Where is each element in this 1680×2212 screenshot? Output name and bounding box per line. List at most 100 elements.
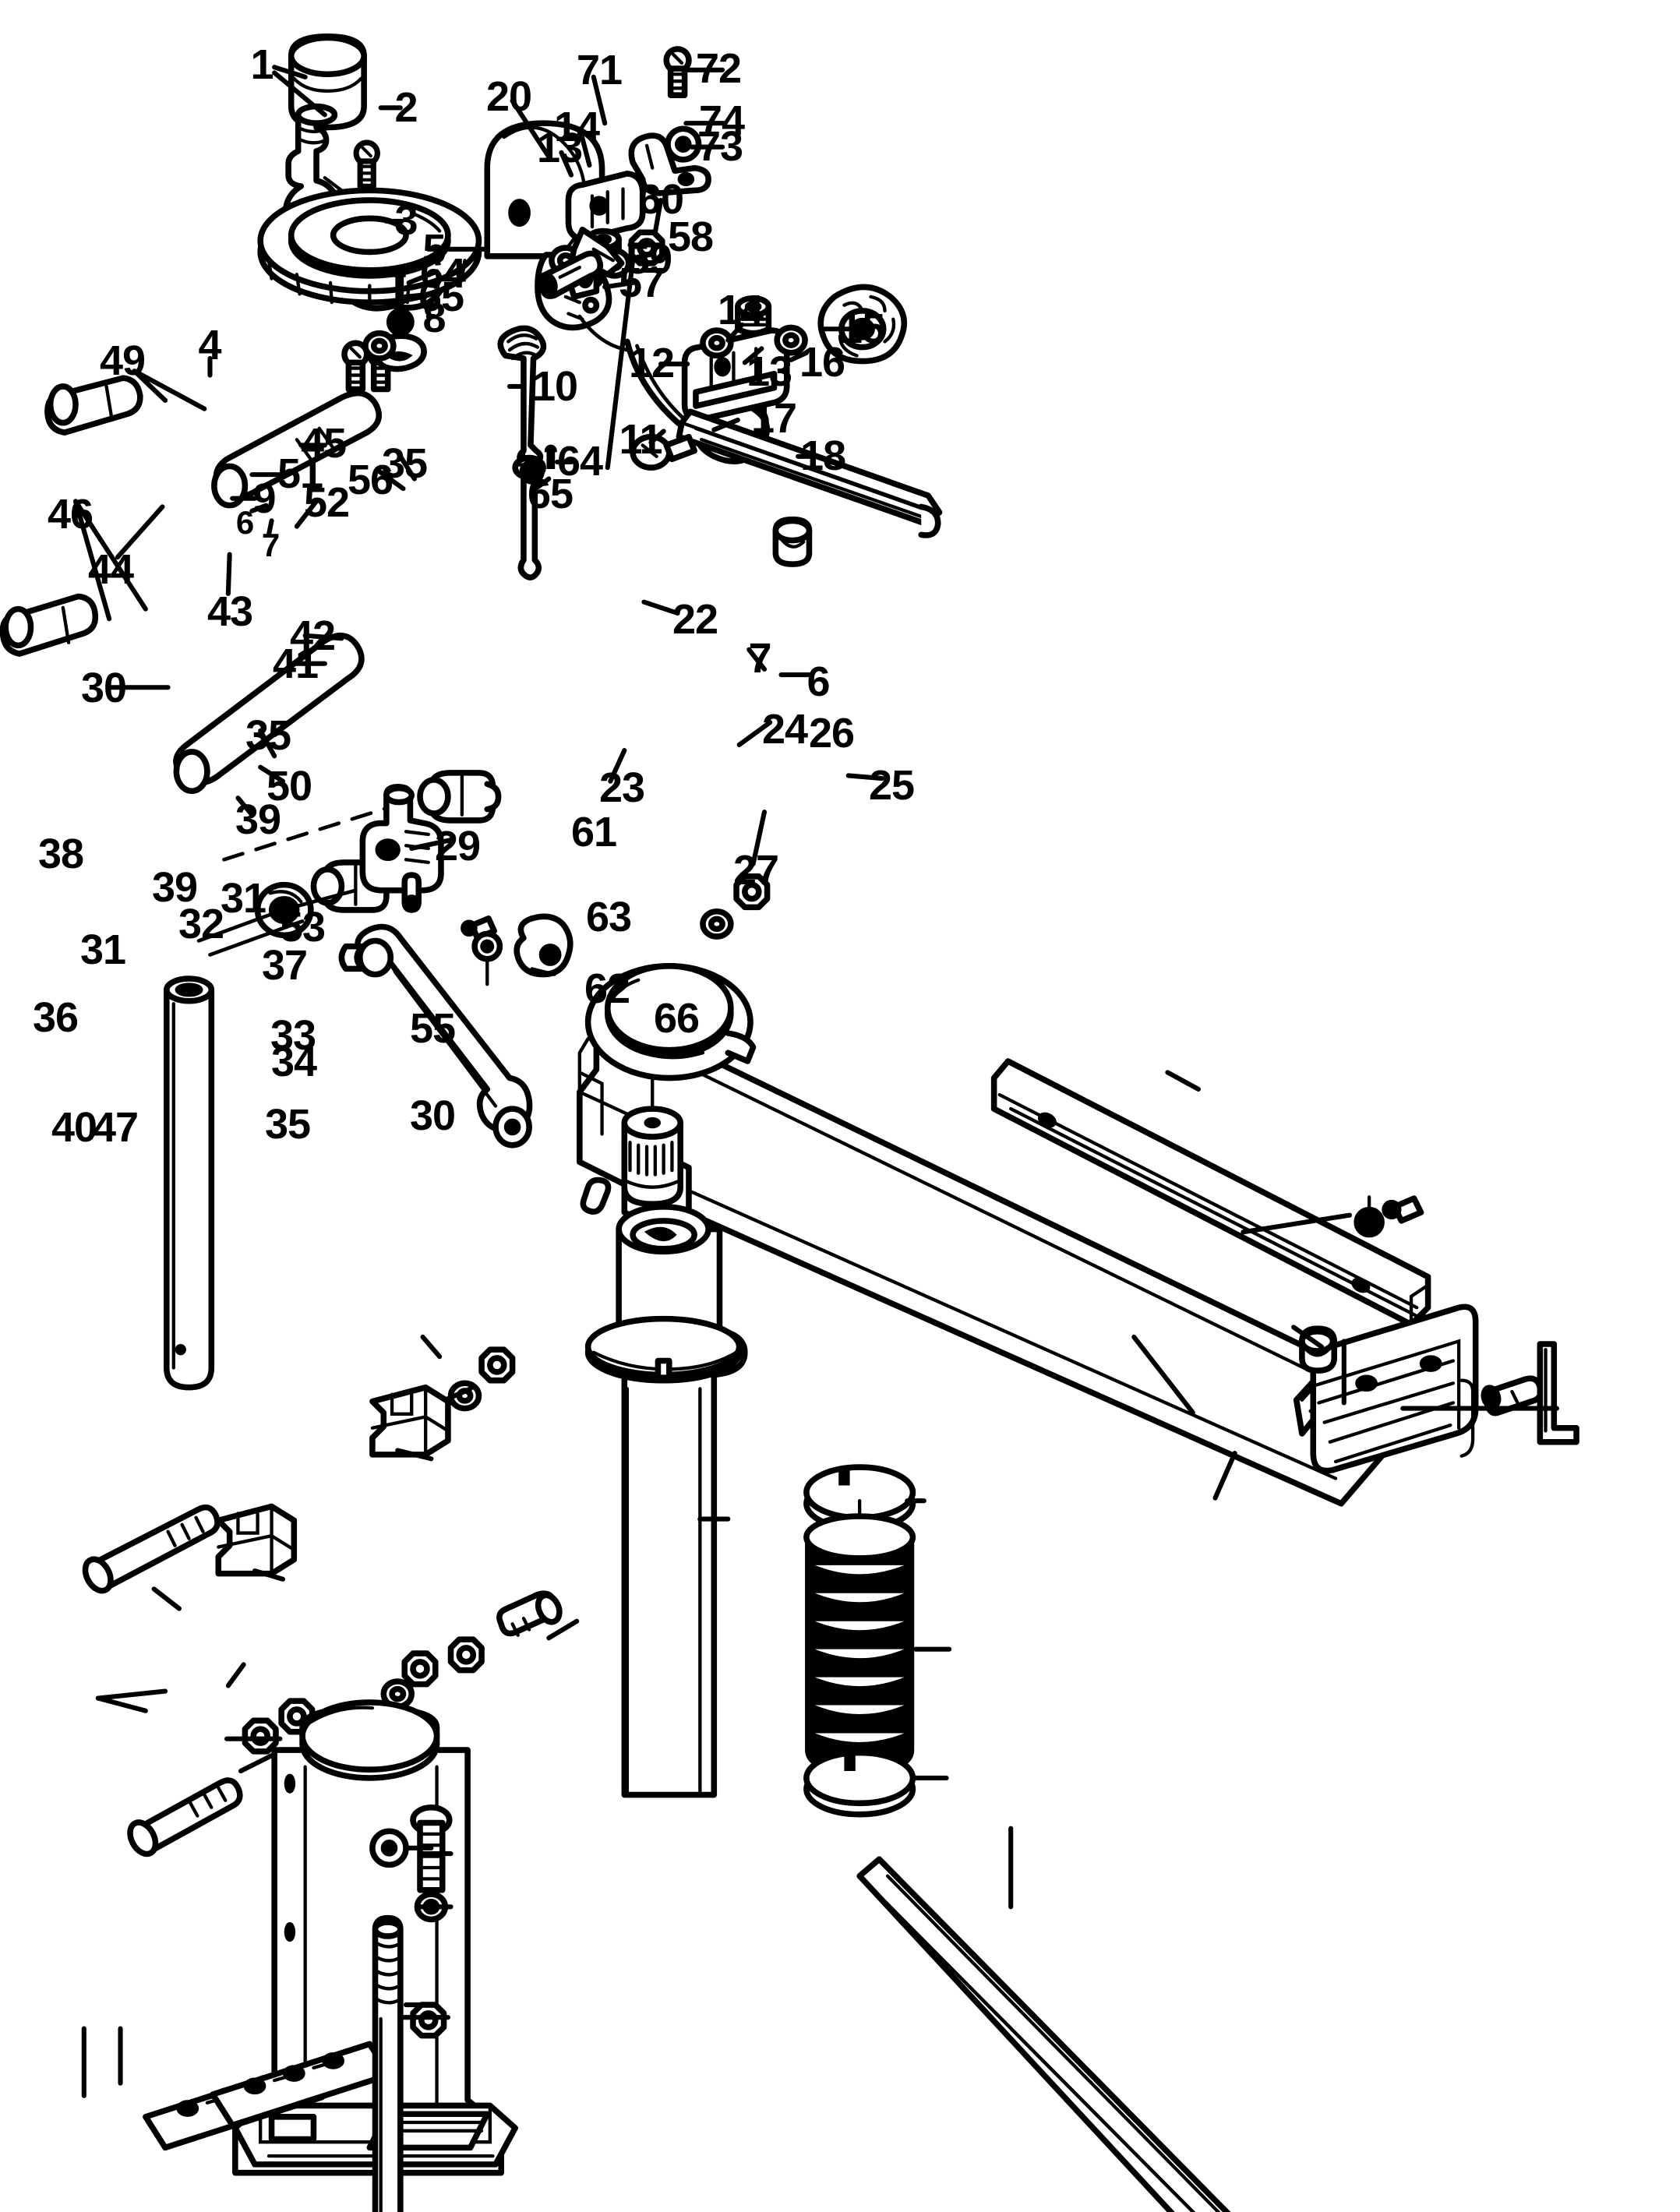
part-33-set-screw	[410, 1804, 453, 1893]
callout-72: 72	[695, 45, 742, 92]
callout-38: 38	[37, 831, 84, 877]
part-55-nut	[369, 1828, 409, 1868]
callout-34: 34	[270, 1039, 317, 1085]
part-22-track-rail	[990, 1058, 1431, 1328]
callout-10: 10	[531, 363, 578, 410]
part-53-bolt	[496, 1590, 563, 1637]
callout-53: 53	[279, 904, 326, 951]
part-52-bushing-block	[514, 913, 574, 978]
part-51-lever-bracket	[359, 784, 444, 894]
callout-73: 73	[697, 123, 743, 170]
callout-39b: 39	[151, 864, 198, 911]
callout-51: 51	[277, 450, 323, 497]
part-43-arm-link	[338, 923, 533, 1148]
part-35-nut-b	[482, 1349, 513, 1381]
callout-31b: 31	[79, 926, 126, 973]
callout-3: 3	[394, 197, 418, 244]
callout-27: 27	[732, 847, 779, 894]
callout-45: 45	[300, 420, 347, 467]
callout-60: 60	[637, 176, 684, 223]
callout-7b: 7	[748, 635, 771, 682]
callout-52: 52	[303, 479, 350, 526]
part-7-ball-a	[471, 930, 503, 986]
dash-guide	[196, 888, 358, 943]
callout-61: 61	[570, 809, 617, 856]
part-65-ball-a	[386, 308, 415, 337]
part-73-washer	[665, 125, 702, 163]
part-49-handle-bar	[211, 390, 382, 509]
callout-62: 62	[584, 965, 630, 1012]
part-2-screw	[356, 143, 377, 186]
callout-11: 11	[619, 416, 662, 463]
callout-17: 17	[750, 395, 797, 442]
part-41-key	[580, 1177, 612, 1215]
leader-lines	[72, 65, 1559, 2098]
callout-37: 37	[261, 942, 308, 989]
part-35-nut-c	[413, 2005, 444, 2036]
part-13-washer-b	[703, 330, 731, 355]
part-62-clamp-ring	[803, 1749, 916, 1818]
part-65-ball-b	[519, 459, 545, 485]
callout-22: 22	[672, 596, 718, 643]
callout-64b: 64	[556, 438, 603, 485]
callout-6b: 6	[806, 658, 830, 705]
callout-9: 9	[252, 475, 276, 522]
part-57-bolt	[536, 250, 604, 299]
callout-4: 4	[198, 322, 221, 369]
callout-29: 29	[434, 823, 481, 870]
part-46-grip	[0, 593, 99, 657]
beam-head-collar	[584, 963, 757, 1081]
callout-49: 49	[99, 337, 146, 384]
callout-43: 43	[206, 588, 253, 635]
callout-66: 66	[653, 995, 700, 1042]
callout-36: 36	[32, 994, 79, 1041]
callout-26: 26	[808, 710, 855, 757]
part-74-cable-bracket	[628, 132, 711, 196]
callout-46: 46	[47, 491, 94, 538]
part-56-washer	[703, 912, 731, 937]
callout-65b: 65	[527, 471, 574, 517]
callout-42: 42	[289, 612, 336, 659]
part-31-nut-b	[451, 1639, 482, 1670]
part-18-cap-plug	[772, 516, 813, 567]
callout-25: 25	[868, 762, 915, 809]
callout-50: 50	[266, 763, 312, 810]
callout-40: 40	[51, 1104, 97, 1151]
callout-56: 56	[347, 457, 394, 503]
callout-16: 16	[799, 339, 845, 386]
callout-30a: 30	[80, 665, 127, 711]
callout-6a: 6	[235, 504, 254, 541]
part-36-bolt	[127, 1777, 243, 1857]
callout-35a: 35	[381, 440, 428, 487]
callout-39a: 39	[235, 796, 281, 843]
callout-47: 47	[92, 1104, 139, 1151]
callout-5: 5	[422, 226, 446, 273]
part-7-ball-b	[1354, 1195, 1385, 1238]
callout-1: 1	[250, 41, 274, 88]
part-46-handle-bar	[173, 632, 365, 794]
callout-31a: 31	[220, 875, 266, 922]
part-6-screw-b	[1382, 1195, 1424, 1224]
callout-30b: 30	[409, 1092, 456, 1139]
callout-63: 63	[585, 894, 632, 940]
part-31-nut-a	[404, 1653, 436, 1685]
callout-23: 23	[598, 764, 645, 811]
part-27-end-cap-housing	[1310, 1304, 1479, 1474]
callout-65a: 65	[418, 273, 464, 320]
callout-32: 32	[178, 901, 224, 947]
part-29-inner-column	[584, 1204, 748, 1798]
callout-33: 33	[270, 1012, 316, 1059]
callout-58: 58	[667, 213, 714, 260]
callout-18: 18	[799, 432, 846, 479]
part-64-pin-a	[393, 270, 406, 298]
callout-13a: 13	[536, 125, 583, 171]
part-4-washer	[365, 333, 394, 358]
part-39-clamp-block-a	[369, 1384, 451, 1458]
callout-15: 15	[838, 305, 885, 352]
part-9-pin	[401, 872, 422, 913]
part-11-screw	[630, 433, 697, 471]
callout-12: 12	[628, 340, 675, 386]
part-14-bushing-b	[735, 295, 772, 337]
callout-57: 57	[618, 259, 665, 306]
